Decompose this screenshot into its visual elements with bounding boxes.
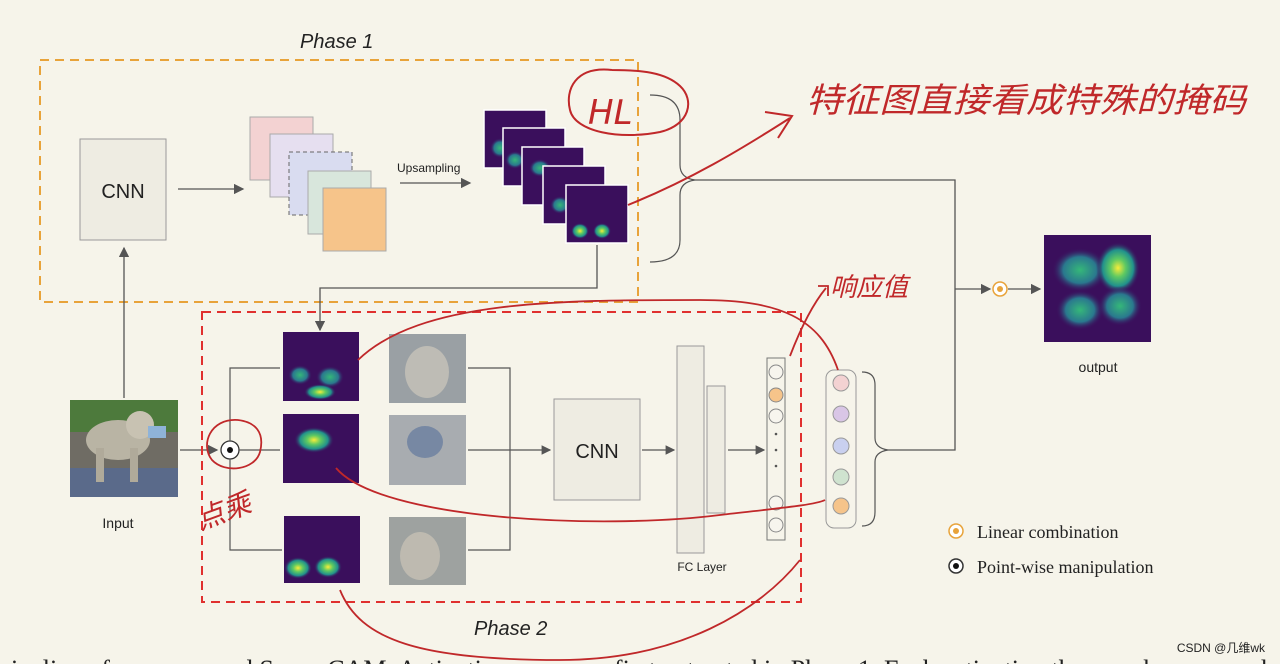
- input-dog-image: [70, 400, 178, 497]
- upsampled-heatmap-stack: [483, 109, 629, 244]
- masked-image-top: [389, 334, 466, 403]
- watermark: CSDN @几维wk: [1177, 641, 1266, 655]
- score-vector: [766, 357, 786, 541]
- branch-top: [229, 367, 280, 441]
- arrow-phase1-to-phase2: [314, 245, 598, 332]
- red-curve-top: [357, 299, 839, 371]
- line-brace-to-output: [695, 179, 956, 289]
- weight-vector: [825, 369, 857, 529]
- line-weights-to-output: [888, 289, 956, 451]
- caption-fragment: pipeline of our proposed Score-CAM. Acti…: [0, 655, 1274, 664]
- mask-heatmap-mid: [283, 414, 359, 483]
- cnn-label-phase2: CNN: [575, 441, 618, 463]
- branch-bottom: [229, 459, 282, 551]
- mask-note-annotation: 特征图直接看成特殊的掩码: [806, 81, 1248, 121]
- fc-layer-1: [676, 345, 705, 554]
- hl-annotation: HL: [588, 93, 633, 133]
- red-arrow-response: [789, 285, 829, 357]
- upsampling-label: Upsampling: [397, 161, 460, 175]
- masked-image-mid: [389, 415, 466, 485]
- cnn-label-phase1: CNN: [101, 181, 144, 203]
- output-label: output: [1079, 359, 1118, 375]
- hl-circle: [567, 68, 690, 137]
- legend-linear-label: Linear combination: [977, 522, 1118, 542]
- red-curve-bottom: [339, 559, 801, 661]
- mask-heatmap-bottom: [284, 516, 360, 583]
- cnn-block-phase1: [79, 138, 167, 241]
- masked-image-bottom: [389, 517, 466, 585]
- legend-pointwise-label: Point-wise manipulation: [977, 557, 1153, 577]
- merge-top: [468, 367, 511, 450]
- phase2-title: Phase 2: [474, 618, 547, 640]
- cnn-block-phase2: [553, 398, 641, 501]
- pointwise-circle: [206, 419, 263, 470]
- red-curve-mid: [335, 467, 826, 523]
- merge-bottom: [468, 450, 511, 551]
- red-arrow-mask-note: [627, 111, 794, 206]
- fc-layer-label: FC Layer: [677, 560, 726, 574]
- input-label: Input: [102, 515, 133, 531]
- output-heatmap: [1044, 235, 1151, 342]
- response-value-annotation: 响应值: [830, 273, 911, 303]
- mask-heatmap-top: [283, 332, 359, 401]
- phase2-box: [201, 311, 802, 603]
- phase1-title: Phase 1: [300, 31, 373, 53]
- weight-brace: [861, 371, 889, 527]
- feature-map-stack: [249, 116, 387, 252]
- legend: Linear combination Point-wise manipulati…: [948, 522, 1153, 577]
- fc-layer-2: [706, 385, 726, 514]
